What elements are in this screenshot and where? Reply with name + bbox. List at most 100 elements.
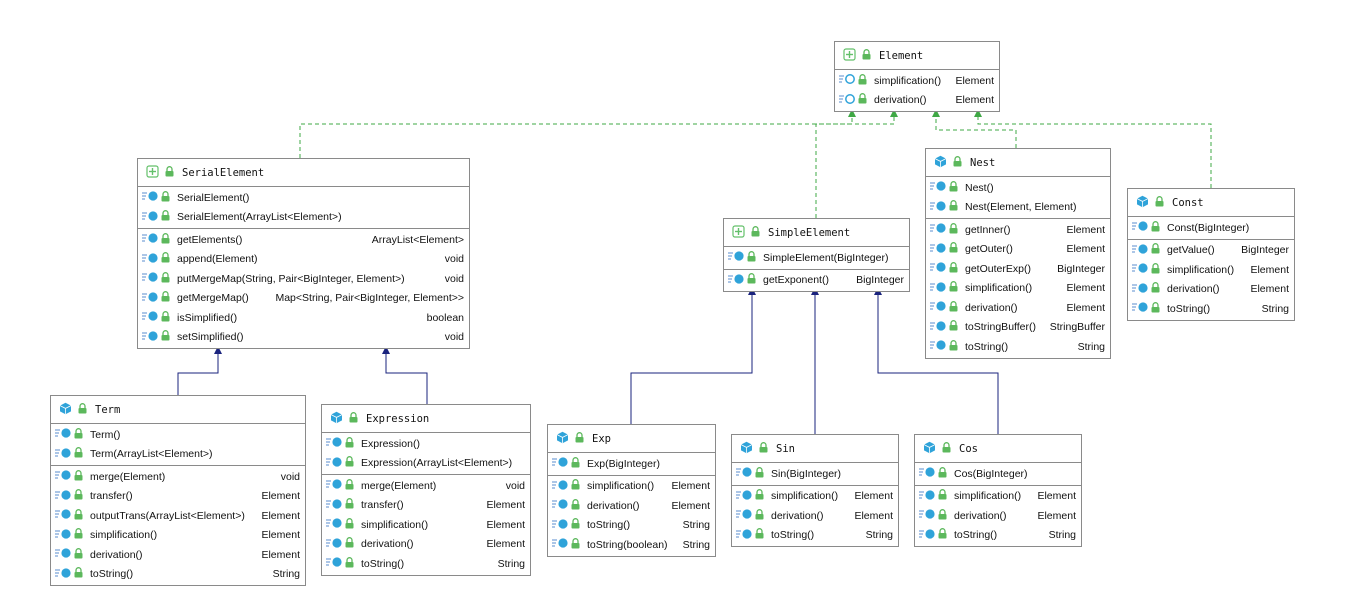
member-row[interactable]: merge(Element)void <box>51 467 305 487</box>
member-return-type: Element <box>1250 263 1289 276</box>
member-row[interactable]: derivation()Element <box>51 545 305 565</box>
lock-icon <box>755 528 764 542</box>
member-row[interactable]: Const(BigInteger) <box>1128 218 1294 238</box>
member-signature: Expression(ArrayList<Element>) <box>361 457 513 470</box>
member-row[interactable]: derivation()Element <box>1128 280 1294 300</box>
class-header: Expression <box>322 405 530 432</box>
class-icon <box>934 155 947 171</box>
member-row[interactable]: append(Element)void <box>138 250 469 270</box>
member-row[interactable]: simplification()Element <box>548 477 715 497</box>
member-return-type: Element <box>1066 301 1105 314</box>
member-row[interactable]: simplification()Element <box>51 526 305 546</box>
member-row[interactable]: Sin(BigInteger) <box>732 464 898 484</box>
member-row[interactable]: getOuterExp()BigInteger <box>926 259 1110 279</box>
member-row[interactable]: Term(ArrayList<Element>) <box>51 445 305 465</box>
member-row[interactable]: simplification()Element <box>322 515 530 535</box>
method-icon <box>929 320 948 335</box>
class-name: Expression <box>366 412 430 425</box>
member-row[interactable]: getExponent()BigInteger <box>724 271 909 291</box>
member-row[interactable]: simplification()Element <box>732 487 898 507</box>
member-row[interactable]: Expression(ArrayList<Element>) <box>322 454 530 474</box>
member-row[interactable]: Exp(BigInteger) <box>548 454 715 474</box>
member-row[interactable]: derivation()Element <box>915 506 1081 526</box>
member-section: Nest()Nest(Element, Element) <box>926 176 1110 218</box>
class-header: Cos <box>915 435 1081 462</box>
member-row[interactable]: simplification()Element <box>926 279 1110 299</box>
member-signature: simplification() <box>965 282 1033 295</box>
member-row[interactable]: toString()String <box>548 516 715 536</box>
class-icon <box>59 402 72 418</box>
member-row[interactable]: SerialElement(ArrayList<Element>) <box>138 208 469 228</box>
member-row[interactable]: getInner()Element <box>926 220 1110 240</box>
member-row[interactable]: getElements()ArrayList<Element> <box>138 230 469 250</box>
lock-icon <box>949 261 958 276</box>
class-icon <box>556 431 569 447</box>
method-icon <box>929 200 948 215</box>
member-return-type: Element <box>671 480 710 493</box>
member-row[interactable]: setSimplified()void <box>138 328 469 348</box>
member-return-type: String <box>682 519 710 532</box>
member-return-type: Element <box>486 518 525 531</box>
member-row[interactable]: toStringBuffer()StringBuffer <box>926 318 1110 338</box>
member-row[interactable]: putMergeMap(String, Pair<BigInteger, Ele… <box>138 269 469 289</box>
class-header: Exp <box>548 425 715 452</box>
member-row[interactable]: getMergeMap()Map<String, Pair<BigInteger… <box>138 289 469 309</box>
member-row[interactable]: toString()String <box>732 526 898 546</box>
member-row[interactable]: toString()String <box>915 526 1081 546</box>
member-row[interactable]: transfer()Element <box>322 496 530 516</box>
member-row[interactable]: SimpleElement(BigInteger) <box>724 248 909 268</box>
member-row[interactable]: derivation()Element <box>835 91 999 111</box>
member-row[interactable]: derivation()Element <box>732 506 898 526</box>
member-row[interactable]: derivation()Element <box>548 496 715 516</box>
member-row[interactable]: getValue()BigInteger <box>1128 241 1294 261</box>
member-row[interactable]: simplification()Element <box>915 487 1081 507</box>
member-row[interactable]: simplification()Element <box>835 71 999 91</box>
member-row[interactable]: getOuter()Element <box>926 240 1110 260</box>
member-row[interactable]: derivation()Element <box>926 298 1110 318</box>
member-row[interactable]: Nest(Element, Element) <box>926 198 1110 218</box>
member-row[interactable]: toString()String <box>1128 299 1294 319</box>
member-row[interactable]: Cos(BigInteger) <box>915 464 1081 484</box>
member-row[interactable]: toString()String <box>926 337 1110 357</box>
member-row[interactable]: Nest() <box>926 178 1110 198</box>
member-row[interactable]: Term() <box>51 425 305 445</box>
member-signature: derivation() <box>90 548 143 561</box>
member-row[interactable]: Expression() <box>322 434 530 454</box>
class-name: Cos <box>959 442 978 455</box>
member-row[interactable]: toString(boolean)String <box>548 535 715 555</box>
member-row[interactable]: merge(Element)void <box>322 476 530 496</box>
member-row[interactable]: derivation()Element <box>322 535 530 555</box>
member-row[interactable]: isSimplified()boolean <box>138 308 469 328</box>
method-icon <box>727 273 746 288</box>
member-row[interactable]: transfer()Element <box>51 487 305 507</box>
class-icon <box>740 441 753 457</box>
class-header: Term <box>51 396 305 423</box>
member-signature: outputTrans(ArrayList<Element>) <box>90 509 245 522</box>
member-row[interactable]: simplification()Element <box>1128 260 1294 280</box>
method-icon <box>735 528 754 543</box>
method-icon <box>325 556 344 571</box>
lock-icon <box>571 498 580 513</box>
class-icon <box>923 441 936 457</box>
member-signature: Exp(BigInteger) <box>587 457 660 470</box>
member-signature: setSimplified() <box>177 331 244 344</box>
class-header: Element <box>835 42 999 69</box>
member-signature: Cos(BigInteger) <box>954 467 1028 480</box>
member-row[interactable]: toString()String <box>51 565 305 585</box>
member-row[interactable]: SerialElement() <box>138 188 469 208</box>
member-row[interactable]: toString()String <box>322 554 530 574</box>
method-icon <box>735 489 754 504</box>
member-row[interactable]: outputTrans(ArrayList<Element>)Element <box>51 506 305 526</box>
